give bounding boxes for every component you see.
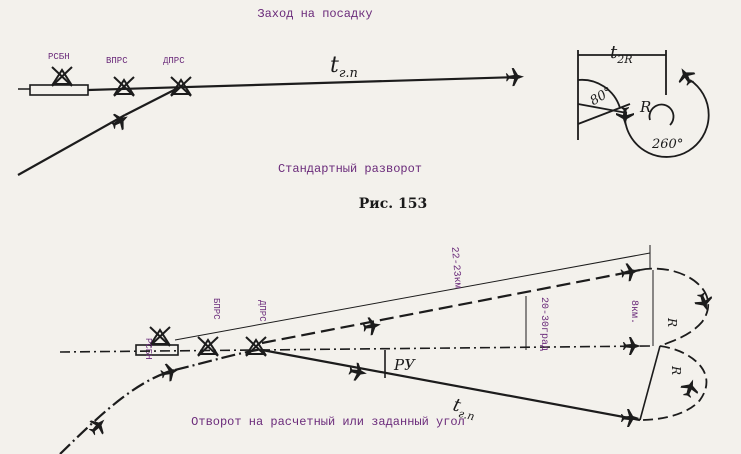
top-plane-icon: [505, 67, 525, 87]
top-angle80-label: 80°: [588, 84, 615, 109]
bottom-caption: Отворот на расчетный или заданный угол: [191, 415, 465, 429]
top-title: Заход на посадку: [257, 7, 372, 21]
bottom-r1-label: R: [665, 317, 679, 327]
top-caption: Стандартный разворот: [278, 162, 422, 176]
top-dprs-label: ДПРС: [163, 56, 185, 66]
bottom-ru-label: РУ: [393, 356, 416, 374]
top-t2r-label: t2R: [610, 42, 633, 66]
bottom-r2-label: R: [669, 365, 683, 375]
bottom-vprs-label: БПРС: [211, 298, 221, 320]
bottom-plane-icon: [347, 361, 369, 383]
bottom-8km-label: 8км.: [628, 300, 639, 324]
top-radius-label: R: [639, 98, 651, 116]
bottom-dist-label: 22-23км: [448, 246, 463, 289]
top-vprs-label: ВПРС: [106, 56, 128, 66]
standard-turn: [577, 50, 710, 158]
bottom-plane-icon: [621, 409, 639, 427]
bottom-angle-label: 20-30град: [538, 297, 549, 351]
top-vprs-beacon-icon: [113, 76, 135, 97]
top-approach-track: [17, 75, 521, 176]
bottom-dprs-beacon-icon: [245, 336, 267, 357]
top-rsbn-label: РСБН: [48, 52, 70, 62]
bottom-plane-icon: [361, 315, 383, 337]
bottom-dprs-label: ДПРС: [257, 300, 267, 322]
top-tgp-label: tг.п: [330, 53, 358, 81]
bottom-plane-icon: [623, 337, 641, 355]
top-runway: [18, 84, 89, 96]
bottom-plane-icon: [678, 376, 702, 400]
bottom-runway: [135, 344, 179, 356]
figure-label: Рис. 153: [359, 196, 427, 212]
bottom-plane-icon: [158, 360, 182, 384]
top-rsbn-beacon-icon: [51, 66, 73, 87]
bottom-plane-icon: [619, 261, 641, 283]
bottom-rsbn-label: РСБН: [143, 338, 153, 360]
top-angle260-label: 260°: [651, 137, 683, 152]
bottom-tracks: [59, 245, 710, 454]
bottom-vprs-beacon-icon: [197, 336, 219, 357]
bottom-plane-icon: [692, 290, 716, 314]
